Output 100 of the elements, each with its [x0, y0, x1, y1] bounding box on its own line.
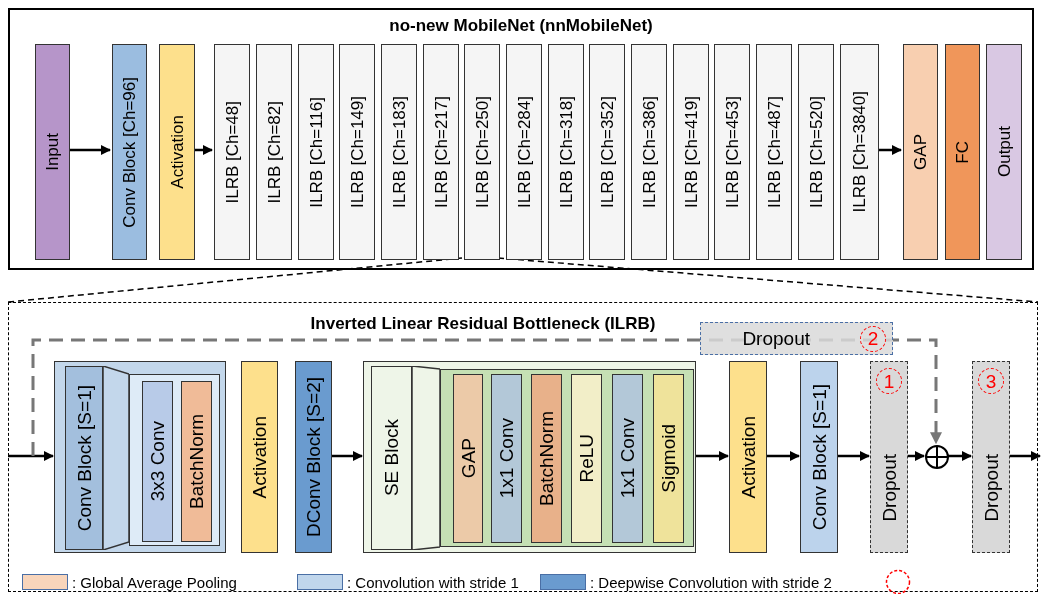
fc-block	[945, 44, 980, 260]
conv-block	[112, 44, 147, 260]
legend-label: : Convolution with stride 1	[347, 574, 519, 590]
legend-label: : Deepwise Convolution with stride 2	[590, 574, 832, 590]
dropout-block	[870, 361, 908, 553]
ilrb-block	[464, 44, 500, 260]
conv-layer-block	[142, 381, 173, 542]
arrow	[8, 451, 54, 461]
block-label: ILRB [Ch=217]	[432, 96, 450, 208]
ilrb-block	[714, 44, 750, 260]
dropout-block	[972, 361, 1010, 553]
block-label: Sigmoid	[659, 424, 678, 493]
block-label: Dropout	[742, 329, 810, 348]
conv-block	[65, 366, 103, 550]
block-label: ILRB [Ch=82]	[265, 100, 283, 204]
conv-detail-box	[129, 374, 220, 546]
se-detail-box	[440, 369, 694, 547]
activation-block	[241, 361, 278, 553]
block-label: Conv Block [Ch=96]	[121, 76, 138, 228]
ilrb-frame	[8, 302, 1038, 592]
block-label: 3x3 Conv	[148, 421, 167, 502]
block-label: Activation	[738, 415, 758, 499]
pooling-block	[453, 374, 483, 543]
ilrb-block	[589, 44, 625, 260]
relu-block	[571, 374, 602, 543]
block-label: ILRB [Ch=453]	[723, 96, 741, 208]
conv-block	[800, 361, 838, 553]
block-label: GAP	[458, 438, 478, 479]
ilrb-block	[381, 44, 417, 260]
ilrb-block	[214, 44, 250, 260]
block-label: ILRB [Ch=419]	[682, 96, 700, 208]
block-label: FC	[954, 140, 971, 164]
block-label: Activation	[250, 415, 269, 499]
block-label: BatchNorm	[537, 411, 556, 506]
ilrb-block	[798, 44, 834, 260]
block-label: BatchNorm	[187, 414, 206, 509]
dropout-block	[700, 322, 893, 355]
input-block	[35, 44, 70, 260]
block-label: SE Block	[382, 419, 401, 497]
activation-block	[729, 361, 767, 553]
se-block	[371, 366, 412, 550]
output-block	[986, 44, 1022, 260]
block-label: GAP	[912, 134, 929, 170]
block-label: ILRB [Ch=487]	[765, 96, 783, 208]
block-label: ILRB [Ch=352]	[598, 96, 616, 208]
arrow	[193, 145, 213, 155]
block-label: 1x1 Conv	[497, 418, 516, 499]
ilrb-block	[256, 44, 292, 260]
network-frame	[8, 8, 1034, 270]
dconv-block	[295, 361, 332, 553]
ilrb-block	[298, 44, 334, 260]
arrow	[948, 451, 972, 461]
block-label: ILRB [Ch=250]	[473, 96, 491, 208]
block-label: ILRB [Ch=520]	[807, 96, 825, 208]
arrow	[695, 451, 729, 461]
block-label: ILRB [Ch=149]	[348, 96, 366, 208]
block-label: Input	[44, 133, 61, 171]
panel-title: Inverted Linear Residual Bottleneck (ILRB)	[309, 315, 657, 332]
block-label: 1x1 Conv	[618, 418, 637, 499]
block-label: ILRB [Ch=116]	[307, 96, 325, 208]
ilrb-block	[548, 44, 584, 260]
conv-layer-block	[612, 374, 643, 543]
ilrb-block	[423, 44, 459, 260]
block-label: ILRB [Ch=48]	[223, 100, 241, 204]
arrow	[837, 451, 870, 461]
block-label: ILRB [Ch=183]	[390, 96, 408, 208]
conv-group-box	[54, 361, 226, 553]
block-label: Dropout	[879, 454, 899, 522]
batchnorm-block	[531, 374, 562, 543]
block-label: ILRB [Ch=386]	[640, 96, 658, 208]
arrow	[1009, 451, 1041, 461]
ilrb-block	[506, 44, 542, 260]
activation-block	[159, 44, 195, 260]
block-label: Conv Block [S=1]	[74, 384, 94, 532]
block-label: ILRB [Ch=318]	[557, 96, 575, 208]
arrow	[68, 145, 111, 155]
arrow	[766, 451, 800, 461]
dashed-connector	[7, 257, 463, 303]
block-label: Output	[995, 126, 1013, 178]
panel-title: no-new MobileNet (nnMobileNet)	[388, 17, 654, 34]
arrow	[877, 145, 902, 155]
conv-layer-block	[491, 374, 522, 543]
block-label: ReLU	[577, 434, 596, 483]
batchnorm-block	[181, 381, 212, 542]
ilrb-block	[339, 44, 375, 260]
legend-label: : Global Average Pooling	[72, 574, 237, 590]
ilrb-block	[840, 44, 879, 260]
block-label: Dropout	[981, 454, 1001, 522]
block-label: Conv Block [S=1]	[809, 383, 829, 531]
ilrb-block	[673, 44, 709, 260]
block-label: ILRB [Ch=284]	[515, 96, 533, 208]
sum-node	[925, 445, 949, 469]
ilrb-block	[631, 44, 667, 260]
se-group-box	[363, 361, 696, 553]
pooling-block	[903, 44, 938, 260]
block-label: Activation	[168, 115, 186, 189]
block-label: DConv Block [S=2]	[304, 377, 323, 537]
block-label: ILRB [Ch=3840]	[851, 91, 868, 213]
sigmoid-block	[653, 374, 684, 543]
arrow	[331, 451, 363, 461]
